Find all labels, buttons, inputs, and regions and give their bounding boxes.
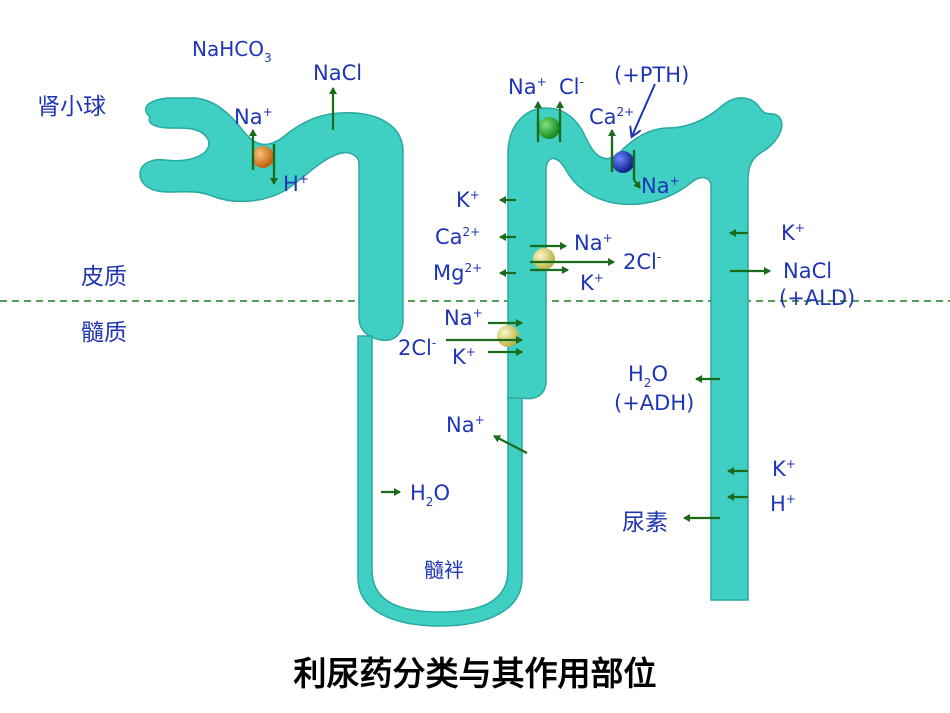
label-urea: 尿素 (622, 510, 668, 536)
label-medulla: 髓质 (81, 320, 127, 346)
tubule (139, 97, 783, 627)
label-mg-tal: Mg2+ (433, 261, 482, 285)
transporter-tal-yellow-upper (533, 248, 555, 270)
label-k-medulla: K+ (452, 345, 476, 369)
label-nahco3: NaHCO3 (192, 37, 272, 65)
label-na-tal: Na+ (574, 231, 613, 255)
label-loop: 髓袢 (424, 558, 464, 582)
page-title: 利尿药分类与其作用部位 (294, 654, 657, 693)
label-2cl-medulla: 2Cl- (398, 336, 436, 360)
label-nacl-collecting: NaCl (783, 259, 832, 283)
transporter-distal-green (538, 117, 560, 139)
label-na-loop: Na+ (446, 413, 485, 437)
label-pth: (+PTH) (614, 63, 689, 87)
label-nacl-proximal: NaCl (313, 61, 362, 85)
label-h-collecting: H+ (770, 492, 796, 516)
transporter-distal-blue (612, 151, 634, 173)
label-h-proximal: H+ (283, 172, 309, 196)
label-h2o-descending: H2O (410, 481, 450, 509)
label-2cl-tal: 2Cl- (623, 250, 661, 274)
thick-ascending-limb-and-distal-tubule (507, 97, 783, 601)
transport-arrows (249, 83, 771, 522)
label-glomerulus: 肾小球 (37, 94, 106, 120)
label-ca-distal: Ca2+ (589, 105, 634, 129)
label-k-collecting-2: K+ (772, 457, 796, 481)
label-ald: (+ALD) (779, 286, 855, 310)
transporter-tal-yellow-lower (497, 325, 519, 347)
label-na-proximal: Na+ (234, 105, 273, 129)
transporter-proximal-orange (252, 146, 274, 168)
label-na-distal: Na+ (508, 75, 547, 99)
label-h2o-collecting: H2O (628, 362, 668, 390)
bowman-capsule-and-proximal-tubule (139, 97, 404, 342)
label-cl-distal: Cl- (559, 75, 584, 99)
label-na-medulla: Na+ (444, 306, 483, 330)
label-adh: (+ADH) (614, 391, 694, 415)
label-ca-tal: Ca2+ (435, 225, 480, 249)
label-k-tal-2: K+ (580, 271, 604, 295)
label-na-distal-2: Na+ (641, 174, 680, 198)
pth-arrow (632, 83, 656, 136)
label-cortex: 皮质 (81, 264, 127, 290)
label-k-tal: K+ (456, 188, 480, 212)
label-k-collecting: K+ (781, 221, 805, 245)
